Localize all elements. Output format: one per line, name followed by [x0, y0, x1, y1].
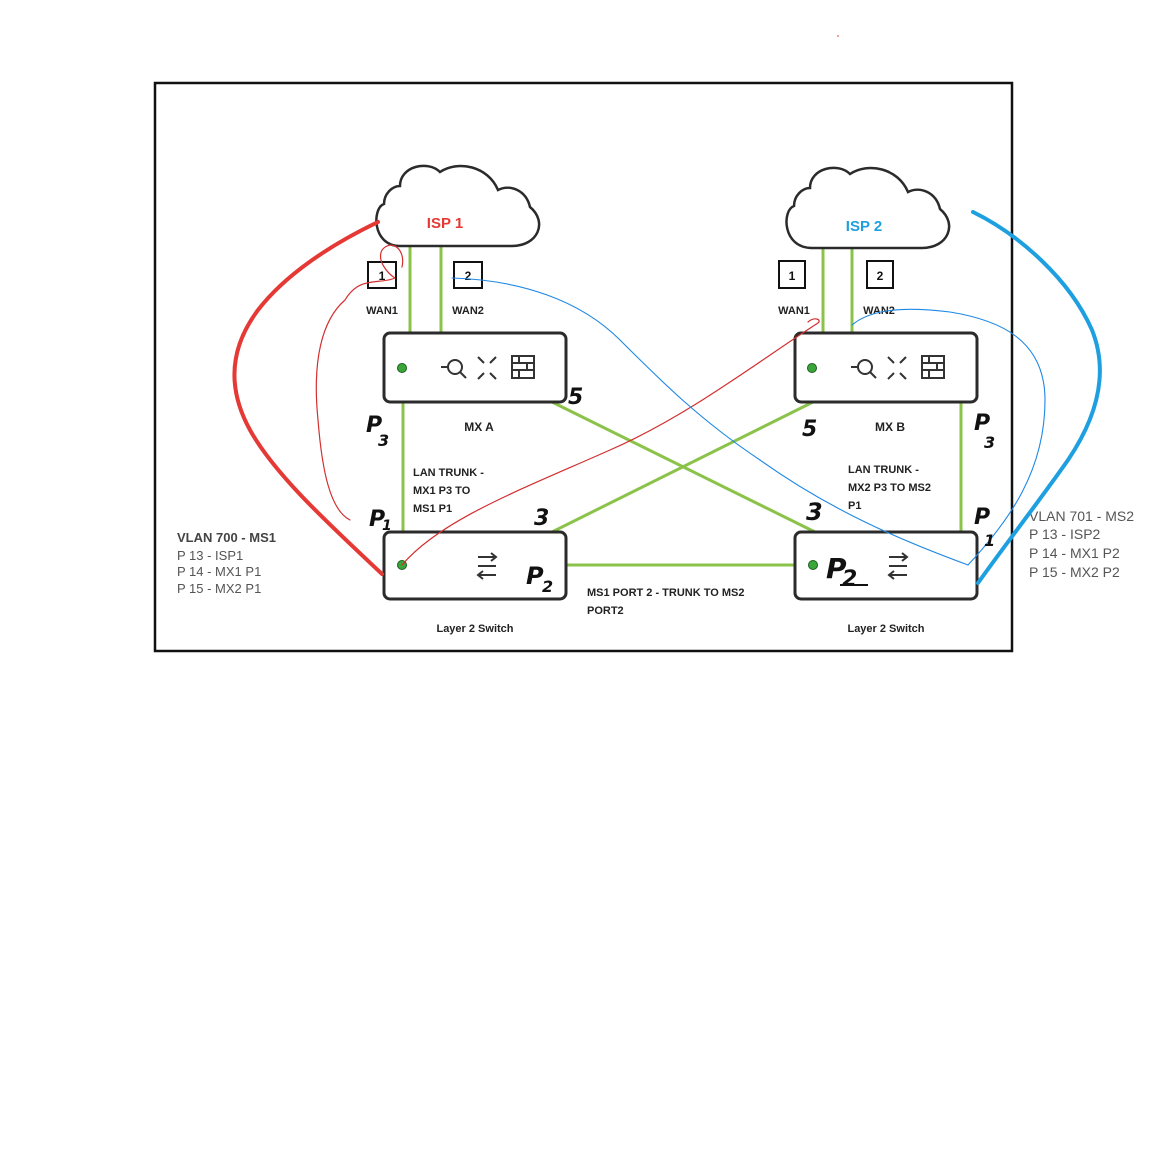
switch-1-label: Layer 2 Switch: [436, 623, 513, 635]
isp2-cloud: ISP 2: [785, 166, 951, 250]
ms1-p2-sub: 2: [542, 577, 553, 596]
status-led: [807, 363, 817, 373]
trunk-b-line-3: P1: [848, 500, 861, 512]
wan1-label: WAN1: [778, 305, 810, 317]
wan1-number-box: [778, 260, 806, 289]
trunk-a-text: LAN TRUNK - MX1 P3 TO MS1 P1: [413, 467, 484, 515]
wan2-number-box: [866, 260, 894, 289]
wan2-label: WAN2: [452, 305, 484, 317]
wan2-number: 2: [877, 269, 884, 283]
link-mxb-ms1: [551, 400, 814, 534]
trunk-a-line-3: MS1 P1: [413, 503, 452, 515]
switch-1-chassis: [382, 530, 568, 601]
ms1-p1-sub: 1: [382, 518, 392, 534]
vlan-ms1-port: P 15 - MX2 P1: [177, 581, 261, 596]
vpn-icon: [851, 359, 877, 379]
vlan-ms2-port: P 13 - ISP2: [1029, 526, 1101, 542]
network-links: [401, 245, 963, 567]
isp2-to-ms2-blue-link: [971, 210, 1102, 585]
ms2-p2-label: P: [826, 552, 847, 585]
trunk-a-line-1: LAN TRUNK -: [413, 467, 484, 479]
blue-annotation-wan2-a: [451, 277, 969, 566]
isp1-to-ms1-red-link: [232, 220, 384, 576]
ms2-port-3: 3: [806, 498, 823, 526]
vlan-ms2-port: P 14 - MX1 P2: [1029, 545, 1120, 561]
vlan-ms1-port: P 13 - ISP1: [177, 548, 243, 563]
wan2-number: 2: [465, 269, 472, 283]
switch-2-label: Layer 2 Switch: [847, 623, 924, 635]
mxa-p3-sub: 3: [378, 431, 389, 450]
red-annotation-ms1-to-mxb: [401, 318, 820, 566]
vlan-ms2-port: P 15 - MX2 P2: [1029, 564, 1120, 580]
ms-trunk-line-1: MS1 PORT 2 - TRUNK TO MS2: [587, 587, 744, 599]
ms-trunk-text: MS1 PORT 2 - TRUNK TO MS2 PORT2: [587, 587, 744, 617]
status-led: [397, 363, 407, 373]
vlan-ms2-note: VLAN 701 - MS2 P 13 - ISP2 P 14 - MX1 P2…: [1029, 508, 1134, 580]
ms-trunk-line-2: PORT2: [587, 605, 624, 617]
mx-a-label: MX A: [464, 420, 494, 434]
mxa-port-5: 5: [568, 385, 583, 410]
wan1-label: WAN1: [366, 305, 398, 317]
trunk-b-line-1: LAN TRUNK -: [848, 464, 919, 476]
ms1-p2-label: P: [526, 562, 544, 590]
switch-arrows-icon: [476, 552, 498, 580]
trunk-b-line-2: MX2 P3 TO MS2: [848, 482, 931, 494]
firewall-icon: [511, 355, 535, 379]
ms2-p1-label: P: [974, 505, 990, 530]
mx-b-label: MX B: [875, 420, 905, 434]
trunk-a-line-2: MX1 P3 TO: [413, 485, 471, 497]
vpn-icon: [441, 359, 467, 379]
wan2-number-box: [453, 261, 483, 289]
wan-labels-a: 1 2 WAN1 WAN2: [366, 261, 484, 317]
ms2-p2-sub: 2: [842, 567, 857, 592]
isp1-label: ISP 1: [427, 215, 463, 232]
wan1-number: 1: [789, 269, 796, 283]
vlan-ms2-title: VLAN 701 - MS2: [1029, 508, 1134, 524]
vlan-ms1-port: P 14 - MX1 P1: [177, 564, 261, 579]
mx-b-device: MX B: [793, 331, 979, 434]
switch-arrows-icon: [887, 552, 909, 580]
blue-annotation-ms2-to-wan2-b: [851, 308, 1046, 566]
wan1-number: 1: [379, 269, 386, 283]
wan-labels-b: 1 2 WAN1 WAN2: [778, 260, 895, 317]
isp1-cloud: ISP 1: [375, 164, 541, 248]
stray-mark: [837, 35, 839, 37]
cloud-icon: [785, 166, 951, 250]
mx-a-device: MX A: [382, 331, 568, 434]
routing-icon: [477, 356, 497, 380]
mxb-p3-sub: 3: [984, 433, 995, 452]
handwritten-labels: P 3 5 5 P 3 P 1 3 P 2 3 P 2 P 1: [366, 385, 995, 596]
status-led: [808, 560, 818, 570]
firewall-icon: [921, 355, 945, 379]
cloud-icon: [375, 164, 541, 248]
wan2-label: WAN2: [863, 305, 895, 317]
mxb-p3-label: P: [974, 411, 990, 436]
mx-b-chassis: [793, 331, 979, 404]
mxa-p3-label: P: [366, 413, 382, 438]
switch-2-chassis: [793, 530, 979, 601]
ms2-p1-sub: 1: [984, 531, 995, 550]
ms1-port-3: 3: [534, 506, 549, 531]
mx-a-chassis: [382, 331, 568, 404]
trunk-b-text: LAN TRUNK - MX2 P3 TO MS2 P1: [848, 464, 931, 512]
routing-icon: [887, 356, 907, 380]
red-annotation-wan1-a: [315, 244, 404, 521]
vlan-ms1-title: VLAN 700 - MS1: [177, 530, 276, 545]
annotation-lines: [232, 210, 1102, 585]
mxb-port-5: 5: [802, 417, 817, 442]
ms1-p1-label: P: [369, 507, 385, 532]
vlan-ms1-note: VLAN 700 - MS1 P 13 - ISP1 P 14 - MX1 P1…: [177, 530, 276, 596]
isp2-label: ISP 2: [846, 218, 882, 235]
switch-1-device: Layer 2 Switch: [382, 530, 568, 635]
